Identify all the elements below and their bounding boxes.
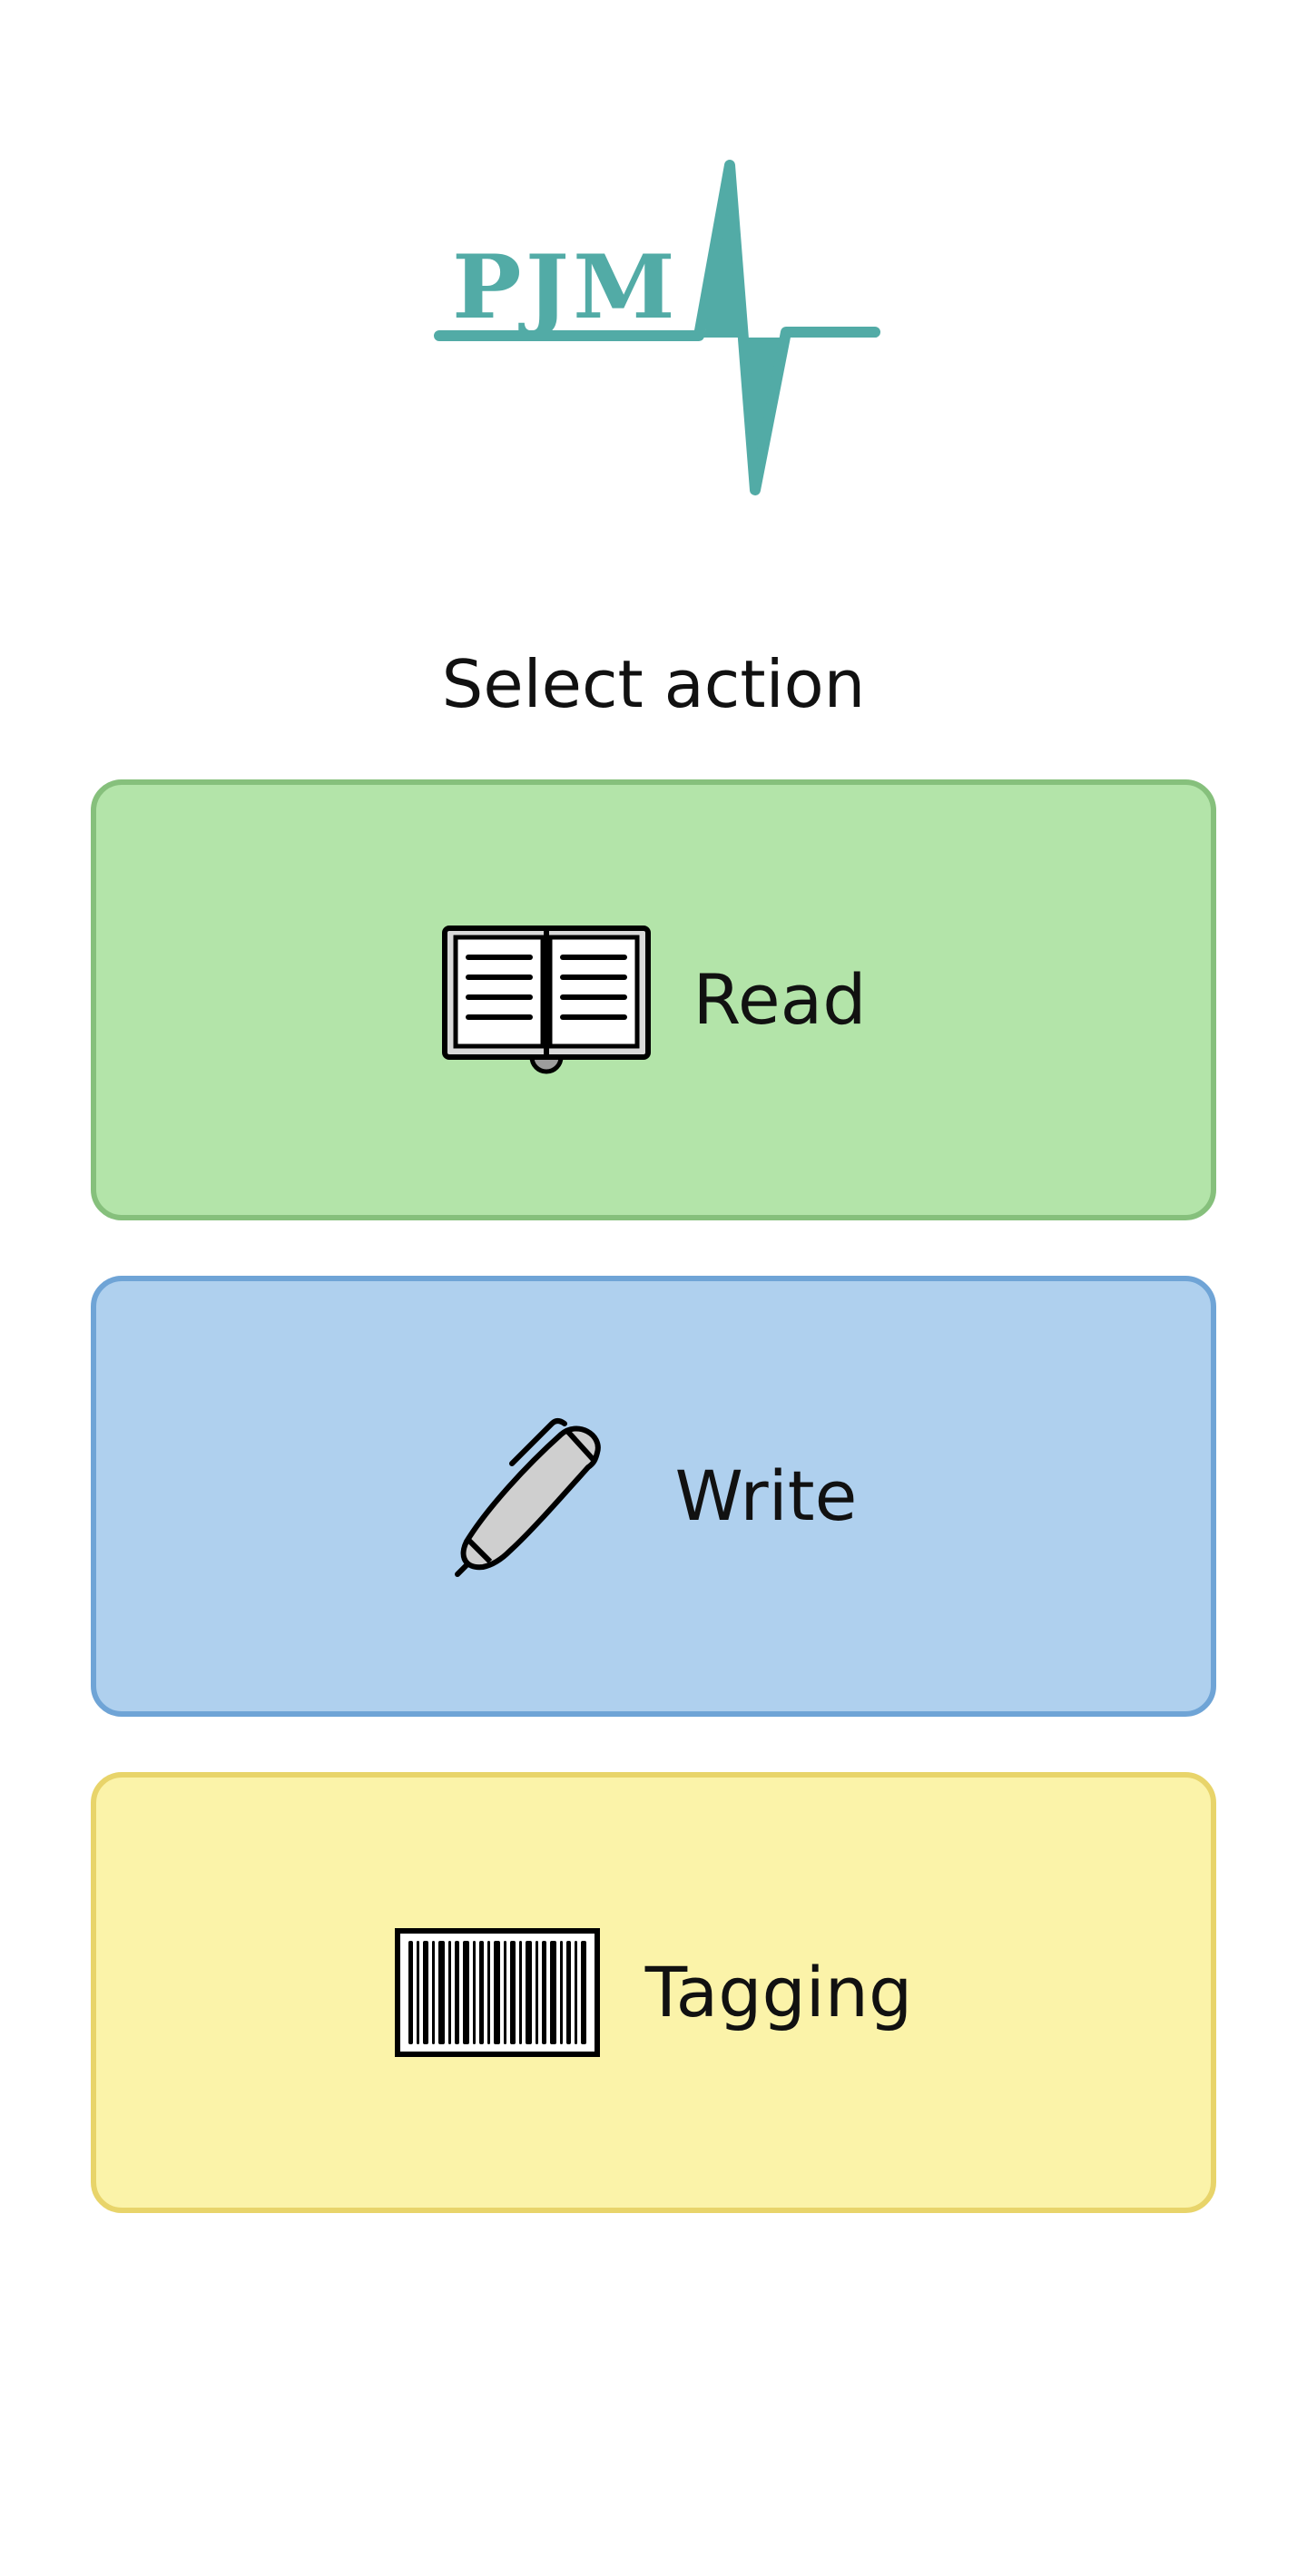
pjm-logo: PJM [427,154,880,504]
pen-icon [450,1415,614,1578]
barcode-icon [394,1928,600,2057]
tagging-button[interactable]: Tagging [91,1772,1216,2213]
write-label: Write [674,1455,858,1536]
open-book-icon [441,925,652,1075]
tagging-button-content: Tagging [394,1928,913,2057]
tagging-label: Tagging [644,1952,913,2032]
read-button[interactable]: Read [91,779,1216,1220]
read-button-content: Read [441,925,867,1075]
page-title: Select action [441,646,866,722]
write-button[interactable]: Write [91,1276,1216,1717]
read-label: Read [693,959,867,1040]
write-button-content: Write [450,1415,858,1578]
logo-text: PJM [452,236,679,338]
